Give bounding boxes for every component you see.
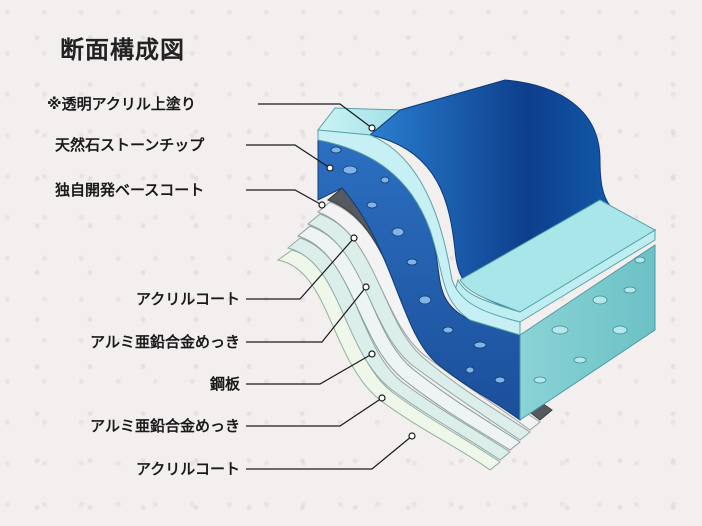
leader-stone-chip xyxy=(246,144,331,169)
label-alzinc-plating-2: アルミ亜鉛合金めっき xyxy=(90,417,240,435)
clear-coat xyxy=(317,79,657,336)
label-acrylic-coat-1: アクリルコート xyxy=(136,290,240,308)
leader-alloy-1 xyxy=(246,286,367,343)
page-title: 断面構成図 xyxy=(60,36,185,64)
leader-acrylic-1 xyxy=(246,237,355,300)
leader-acrylic-2 xyxy=(246,435,413,470)
stone-chip-side xyxy=(519,244,656,421)
leader-lines xyxy=(246,103,413,470)
clear-coat-shelf xyxy=(459,199,657,313)
leader-clear-coat xyxy=(258,103,373,129)
label-steel-sheet: 鋼板 xyxy=(209,375,240,393)
clear-coat-edge xyxy=(317,129,521,336)
label-alzinc-plating-1: アルミ亜鉛合金めっき xyxy=(90,333,240,351)
label-acrylic-coat-2: アクリルコート xyxy=(136,460,240,478)
label-clear-acrylic-topcoat: ※透明アクリル上塗り xyxy=(47,95,196,113)
label-base-coat: 独自開発ベースコート xyxy=(55,181,205,199)
leader-alloy-2 xyxy=(246,397,383,427)
leader-steel xyxy=(246,353,373,385)
leader-base-coat xyxy=(246,189,323,206)
label-natural-stone-chip: 天然石ストーンチップ xyxy=(55,136,205,154)
leader-dots xyxy=(318,124,416,440)
